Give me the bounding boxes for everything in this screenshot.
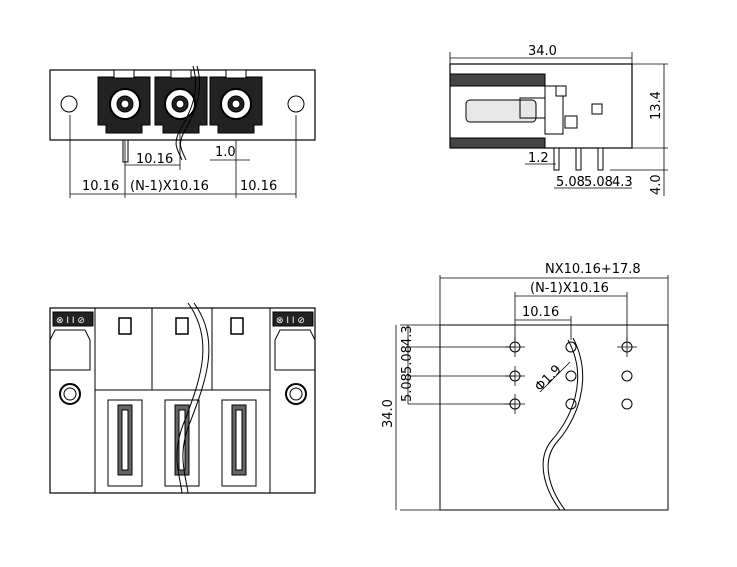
wire-edge: [180, 65, 201, 161]
lug-right-label: ⊗ I I ⊘: [276, 316, 305, 326]
front-view: 10.16 (N-1)X10.16 10.16 10.16 1.0: [49, 65, 316, 198]
mount-hole-right: [287, 95, 305, 113]
mount-hole-left: [60, 95, 78, 113]
wire: [175, 65, 197, 161]
pcb-wire: [542, 339, 579, 511]
pcb-dim-pitch: 10.16: [522, 305, 559, 320]
hole-2-2: [565, 370, 577, 382]
side-dim-offset: 1.2: [528, 151, 549, 166]
clamp-1: [107, 399, 143, 487]
pin: [122, 139, 129, 163]
terminal-block-1: [97, 69, 151, 134]
pcb-dim-hole: Φ1.9: [532, 362, 564, 394]
side-pin-bore: [465, 99, 537, 123]
pcb-dim-height: 34.0: [381, 399, 396, 428]
front-dim-pitch: 10.16: [136, 152, 173, 167]
side-pin-2: [575, 147, 582, 171]
clamp-3: [221, 399, 257, 487]
side-dim-p3: 4.3: [612, 175, 633, 190]
hole-3-2: [621, 370, 633, 382]
side-dim-p2: 5.08: [584, 175, 613, 190]
front-dim-left: 10.16: [82, 179, 119, 194]
window-3: [230, 317, 244, 335]
side-dim-pin-len: 4.0: [649, 174, 664, 195]
front-dim-pin: 1.0: [215, 145, 236, 160]
lug-left-label: ⊗ I I ⊘: [56, 316, 85, 326]
clamp-2: [164, 399, 200, 487]
side-pin-1: [553, 147, 560, 171]
pcb-dim-v2: 5.08: [400, 345, 415, 374]
side-top-rail: [449, 73, 546, 87]
hole-2-1: [565, 341, 577, 353]
pcb-outline: [439, 324, 669, 511]
bottom-view: ⊗ I I ⊘ ⊗ I I ⊘: [49, 302, 316, 494]
lug-right-label-bg: [272, 311, 314, 327]
window-1: [118, 317, 132, 335]
terminal-block-2: [154, 69, 208, 134]
side-dim-height: 13.4: [649, 91, 664, 120]
side-view: 34.0 13.4 4.0 1.2 5.08 5.08 4.3: [449, 44, 668, 196]
front-dim-span: (N-1)X10.16: [130, 179, 209, 194]
hole-3-3: [621, 398, 633, 410]
pcb-dim-v3: 5.08: [400, 373, 415, 402]
terminal-block-3: [209, 69, 263, 134]
lug-left-label-bg: [52, 311, 94, 327]
front-dim-right: 10.16: [240, 179, 277, 194]
pcb-dim-v1: 4.3: [400, 325, 415, 346]
window-2: [175, 317, 189, 335]
side-pin-3: [597, 147, 604, 171]
bottom-wire: [176, 302, 204, 494]
side-bottom-rail: [449, 137, 546, 149]
pcb-dim-total: NX10.16+17.8: [545, 262, 641, 277]
side-dim-p1: 5.08: [556, 175, 585, 190]
pcb-dim-span: (N-1)X10.16: [530, 281, 609, 296]
side-dim-length: 34.0: [528, 44, 557, 59]
pcb-view: NX10.16+17.8 (N-1)X10.16 10.16 Φ1.9 34.0…: [381, 262, 669, 511]
